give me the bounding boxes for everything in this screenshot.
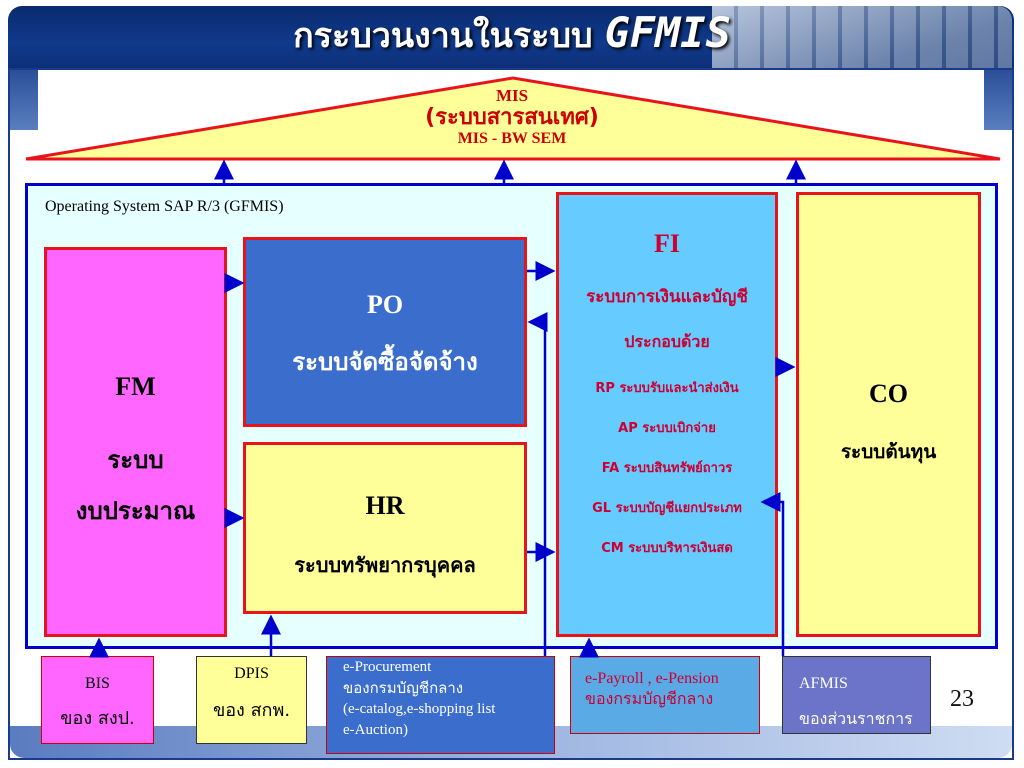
fi-item-rp: RP ระบบรับและนำส่งเงิน <box>595 381 739 396</box>
bis-box: BIS ของ สงป. <box>41 656 154 744</box>
epay-line2: ของกรมบัญชีกลาง <box>585 689 714 708</box>
dpis-name: DPIS <box>234 665 269 682</box>
mis-code: MIS <box>495 86 529 105</box>
slide-title: กระบวนงานในระบบ GFMIS <box>0 8 1024 62</box>
afmis-owner: ของส่วนราชการ <box>799 709 913 728</box>
eproc-line4: e-Auction) <box>343 722 408 738</box>
fi-item-ap: AP ระบบเบิกจ่าย <box>618 421 716 436</box>
mis-roof <box>25 76 1001 161</box>
mis-label: MIS (ระบบสารสนเทศ) MIS - BW SEM <box>412 86 612 148</box>
eproc-box: e-Procurement ของกรมบัญชีกลาง (e-catalog… <box>326 656 555 754</box>
co-code: CO <box>869 379 908 408</box>
fi-item-gl: GL ระบบบัญชีแยกประเภท <box>592 501 742 516</box>
co-module: CO ระบบต้นทุน <box>796 192 981 637</box>
dpis-owner: ของ สกพ. <box>212 700 291 721</box>
po-module: PO ระบบจัดซื้อจัดจ้าง <box>243 237 527 427</box>
fi-consists: ประกอบด้วย <box>624 332 710 351</box>
bis-name: BIS <box>85 675 110 692</box>
dpis-box: DPIS ของ สกพ. <box>196 656 307 744</box>
title-thai: กระบวนงานในระบบ <box>293 16 593 56</box>
hr-thai: ระบบทรัพยากรบุคคล <box>294 553 476 577</box>
fm-module: FM ระบบ งบประมาณ <box>44 247 227 637</box>
bis-owner: ของ สงป. <box>60 708 135 729</box>
page-number: 23 <box>950 686 974 712</box>
decorative-band-right <box>984 70 1012 130</box>
eproc-line1: e-Procurement <box>343 659 432 675</box>
decorative-band-left <box>10 70 38 130</box>
fm-line1: ระบบ <box>107 446 164 474</box>
hr-module: HR ระบบทรัพยากรบุคคล <box>243 442 527 614</box>
fi-code: FI <box>654 229 680 258</box>
fi-module: FI ระบบการเงินและบัญชี ประกอบด้วย RP ระบ… <box>556 192 778 637</box>
fi-thai: ระบบการเงินและบัญชี <box>586 287 748 307</box>
mis-thai: (ระบบสารสนเทศ) <box>425 105 599 130</box>
afmis-name: AFMIS <box>799 675 848 692</box>
po-code: PO <box>366 290 404 319</box>
mis-sub: MIS - BW SEM <box>457 130 567 147</box>
afmis-box: AFMIS ของส่วนราชการ <box>782 656 931 734</box>
title-gfmis: GFMIS <box>604 8 731 57</box>
co-thai: ระบบต้นทุน <box>840 441 937 463</box>
hr-code: HR <box>365 491 405 520</box>
fi-item-cm: CM ระบบบริหารเงินสด <box>601 541 733 556</box>
fm-code: FM <box>115 372 156 401</box>
eproc-line2: ของกรมบัญชีกลาง <box>343 679 464 697</box>
os-label: Operating System SAP R/3 (GFMIS) <box>45 198 284 215</box>
eproc-line3: (e-catalog,e-shopping list <box>343 701 496 717</box>
fm-line2: งบประมาณ <box>75 497 196 525</box>
epay-line1: e-Payroll , e-Pension <box>585 670 719 687</box>
epay-box: e-Payroll , e-Pension ของกรมบัญชีกลาง <box>570 656 760 734</box>
fi-item-fa: FA ระบบสินทรัพย์ถาวร <box>601 461 733 476</box>
po-thai: ระบบจัดซื้อจัดจ้าง <box>292 348 478 376</box>
